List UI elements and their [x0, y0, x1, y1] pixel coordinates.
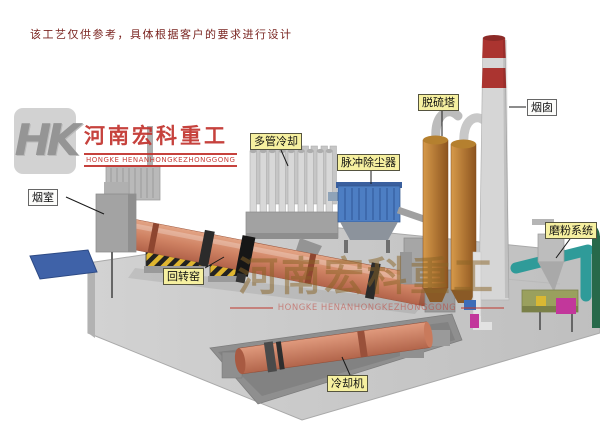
rotary-kiln	[111, 215, 435, 308]
watermark-rule-right	[461, 307, 505, 309]
pulse-dust-collector	[328, 182, 435, 285]
logo-text-block: 河南宏科重工 HONGKE HENANHONGKEZHONGGONG	[84, 108, 238, 167]
label-grinding-system: 磨粉系统	[545, 222, 597, 239]
multi-tube-cooler	[245, 145, 339, 258]
cooling-machine	[234, 321, 433, 375]
hongke-logo: HK 河南宏科重工 HONGKE HENANHONGKEZHONGGONG	[14, 108, 238, 174]
watermark-en-row: HONGKE HENANHONGKEZHONGGONG	[230, 303, 505, 313]
watermark-rule-left	[230, 307, 273, 309]
label-cooling-machine: 冷却机	[327, 375, 368, 392]
watermark-cn-text: 河南宏科重工	[238, 254, 496, 300]
label-rotary-kiln: 回转窑	[163, 268, 204, 285]
disclaimer-text: 该工艺仅供参考，具体根据客户的要求进行设计	[30, 28, 293, 41]
center-watermark: 河南宏科重工 HONGKE HENANHONGKEZHONGGONG	[230, 244, 505, 313]
hk-monogram-icon: HK	[14, 108, 80, 174]
label-chimney: 烟囱	[527, 99, 557, 116]
label-smoke-chamber: 烟室	[28, 189, 58, 206]
chimney	[478, 35, 510, 301]
label-pulse-dust-collector: 脉冲除尘器	[337, 154, 400, 171]
blue-panel	[29, 249, 98, 280]
label-desulfurization-tower: 脱硫塔	[418, 94, 459, 111]
smoke-chamber-unit	[95, 126, 161, 298]
watermark-en-text: HONGKE HENANHONGKEZHONGGONG	[277, 303, 457, 313]
logo-brand-cn: 河南宏科重工	[84, 124, 228, 148]
label-multi-tube-cooler: 多管冷却	[250, 133, 302, 150]
logo-brand-en: HONGKE HENANHONGKEZHONGGONG	[84, 153, 238, 167]
callout-lines	[65, 106, 571, 376]
